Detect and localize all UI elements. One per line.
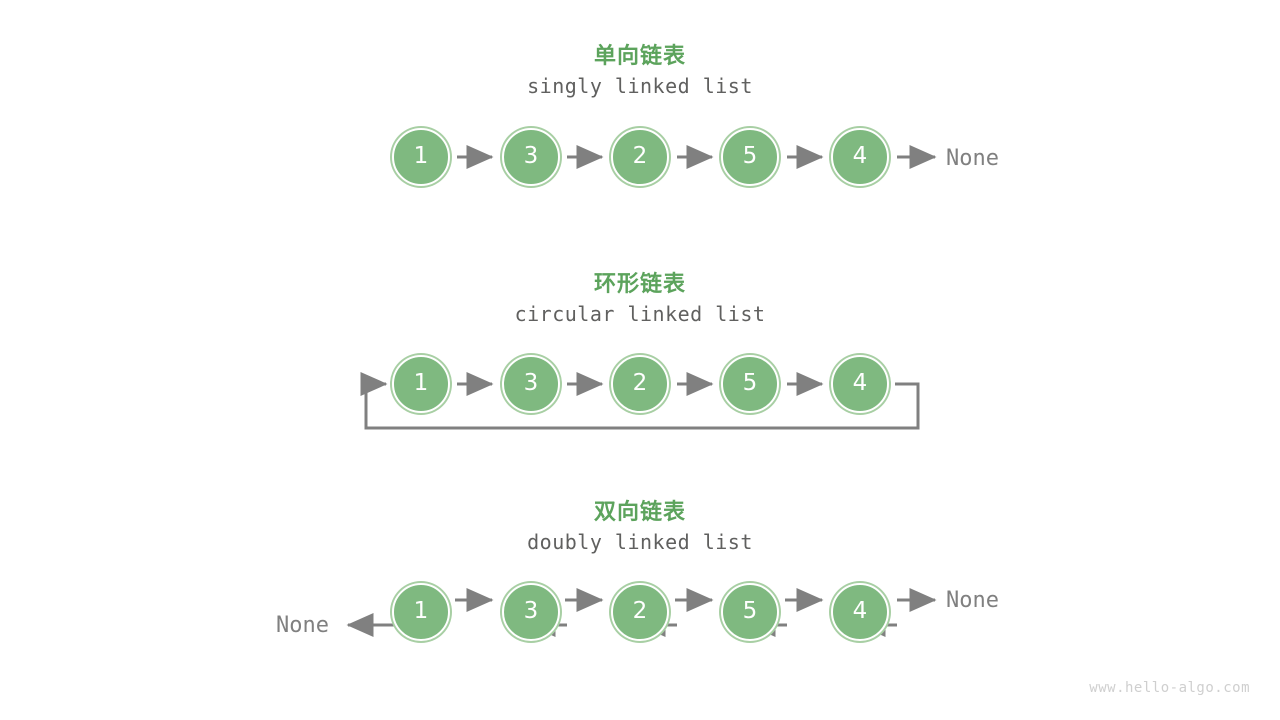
node-value: 4 <box>852 142 868 169</box>
doubly-head-none-label: None <box>276 613 329 638</box>
singly-subtitle: singly linked list <box>527 74 753 98</box>
node-circular-4[interactable]: 4 <box>831 355 889 413</box>
circular-subtitle: circular linked list <box>514 302 766 326</box>
node-singly-4[interactable]: 4 <box>831 128 889 186</box>
node-value: 1 <box>413 369 429 396</box>
node-value: 2 <box>632 597 648 624</box>
node-doubly-2[interactable]: 2 <box>611 583 669 641</box>
node-value: 3 <box>523 369 539 396</box>
node-circular-0[interactable]: 1 <box>392 355 450 413</box>
node-doubly-1[interactable]: 3 <box>502 583 560 641</box>
node-circular-2[interactable]: 2 <box>611 355 669 413</box>
node-doubly-0[interactable]: 1 <box>392 583 450 641</box>
singly-tail-none-label: None <box>946 146 999 171</box>
node-value: 2 <box>632 369 648 396</box>
node-singly-2[interactable]: 2 <box>611 128 669 186</box>
node-singly-3[interactable]: 5 <box>721 128 779 186</box>
node-value: 1 <box>413 597 429 624</box>
node-value: 5 <box>742 142 758 169</box>
node-doubly-4[interactable]: 4 <box>831 583 889 641</box>
node-value: 5 <box>742 369 758 396</box>
node-value: 3 <box>523 142 539 169</box>
watermark: www.hello-algo.com <box>1089 680 1250 696</box>
node-value: 5 <box>742 597 758 624</box>
node-doubly-3[interactable]: 5 <box>721 583 779 641</box>
node-value: 1 <box>413 142 429 169</box>
doubly-title: 双向链表 <box>593 500 686 525</box>
node-singly-0[interactable]: 1 <box>392 128 450 186</box>
node-singly-1[interactable]: 3 <box>502 128 560 186</box>
singly-title: 单向链表 <box>593 44 686 69</box>
node-value: 4 <box>852 369 868 396</box>
circular-title: 环形链表 <box>593 272 686 297</box>
node-value: 4 <box>852 597 868 624</box>
doubly-tail-none-label: None <box>946 588 999 613</box>
node-circular-1[interactable]: 3 <box>502 355 560 413</box>
node-circular-3[interactable]: 5 <box>721 355 779 413</box>
node-value: 2 <box>632 142 648 169</box>
doubly-subtitle: doubly linked list <box>527 530 753 554</box>
node-value: 3 <box>523 597 539 624</box>
